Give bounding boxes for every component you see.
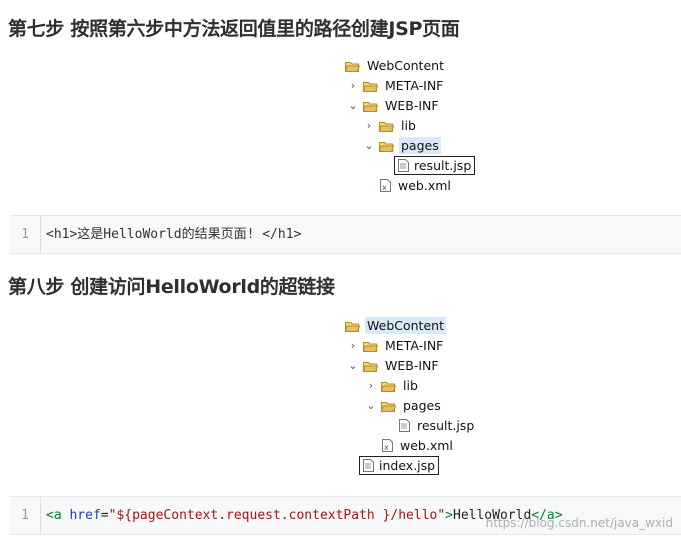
tree-item-meta-inf[interactable]: › META-INF	[347, 75, 445, 95]
folder-open-icon	[344, 60, 361, 72]
code-attr: href	[69, 508, 101, 523]
xml-file-icon: x	[382, 438, 393, 452]
svg-text:x: x	[384, 443, 389, 452]
chevron-down-icon[interactable]: ⌄	[366, 398, 376, 412]
chevron-down-icon[interactable]: ⌄	[348, 358, 358, 372]
code-line: <h1>这是HelloWorld的结果页面! </h1>	[46, 227, 302, 242]
code-tag-close: </a>	[531, 508, 563, 523]
code-eq: =	[100, 508, 109, 523]
jsp-file-icon	[363, 458, 374, 472]
tree-label: result.jsp	[417, 417, 475, 433]
jsp-file-icon	[398, 158, 409, 172]
tree-item-lib[interactable]: › lib	[363, 115, 418, 135]
highlight-box: index.jsp	[359, 455, 440, 475]
folder-open-icon	[380, 400, 397, 412]
tree-label: web.xml	[398, 177, 451, 193]
chevron-right-icon[interactable]: ›	[350, 78, 356, 92]
highlight-box: result.jsp	[394, 155, 476, 175]
tree-label: WEB-INF	[385, 357, 439, 373]
folder-open-icon	[362, 360, 379, 372]
tree-item-pages[interactable]: ⌄ pages	[363, 135, 441, 155]
code-string: "${pageContext.request.contextPath }/hel…	[108, 508, 446, 523]
step8-heading: 第八步 创建访问HelloWorld的超链接	[8, 276, 335, 298]
code-line: <a href="${pageContext.request.contextPa…	[46, 497, 563, 534]
folder-open-icon	[378, 140, 395, 152]
tree-label: lib	[401, 117, 416, 133]
tree-item-web-inf[interactable]: ⌄ WEB-INF	[347, 95, 441, 115]
xml-file-icon: x	[380, 178, 391, 192]
tree-item-index-jsp[interactable]: index.jsp	[359, 455, 440, 475]
tree-item-result-jsp[interactable]: result.jsp	[399, 415, 476, 435]
line-number: 1	[10, 216, 41, 253]
tree-item-web-xml[interactable]: x web.xml	[382, 435, 455, 455]
step7-heading: 第七步 按照第六步中方法返回值里的路径创建JSP页面	[8, 18, 460, 40]
folder-icon	[378, 120, 395, 132]
tree-item-webcontent[interactable]: WebContent	[344, 315, 446, 335]
code-tag-open: <a	[46, 508, 62, 523]
chevron-right-icon[interactable]: ›	[350, 338, 356, 352]
watermark: https://blog.csdn.net/java_wxid	[485, 516, 673, 530]
tree-label: index.jsp	[379, 457, 436, 473]
tree-item-result-jsp[interactable]: result.jsp	[394, 155, 476, 175]
code-gt: >	[445, 508, 453, 523]
folder-icon	[362, 80, 379, 92]
folder-open-icon	[362, 100, 379, 112]
chevron-down-icon[interactable]: ⌄	[364, 138, 374, 152]
chevron-down-icon[interactable]: ⌄	[348, 98, 358, 112]
folder-icon	[362, 340, 379, 352]
tree-item-web-xml[interactable]: x web.xml	[380, 175, 453, 195]
chevron-right-icon[interactable]: ›	[368, 378, 374, 392]
folder-icon	[380, 380, 397, 392]
tree-item-webcontent[interactable]: WebContent	[344, 55, 446, 75]
tree-label: WebContent	[367, 57, 444, 73]
tree-label-selected: WebContent	[365, 316, 446, 334]
tree-label: META-INF	[385, 337, 444, 353]
svg-text:x: x	[382, 183, 387, 192]
chevron-right-icon[interactable]: ›	[366, 118, 372, 132]
tree-label: lib	[403, 377, 418, 393]
jsp-file-icon	[399, 418, 410, 432]
tree-item-lib[interactable]: › lib	[365, 375, 420, 395]
tree-label: WEB-INF	[385, 97, 439, 113]
code-block-2: 1 <a href="${pageContext.request.context…	[10, 496, 681, 535]
tree-label: web.xml	[400, 437, 453, 453]
tree-label: META-INF	[385, 77, 444, 93]
line-number: 1	[10, 497, 41, 534]
folder-open-icon	[344, 320, 361, 332]
tree-item-web-inf[interactable]: ⌄ WEB-INF	[347, 355, 441, 375]
tree-label: result.jsp	[414, 157, 472, 173]
tree-item-pages[interactable]: ⌄ pages	[365, 395, 443, 415]
tree-label-selected: pages	[399, 136, 441, 154]
tree-label: pages	[403, 397, 441, 413]
tree-item-meta-inf[interactable]: › META-INF	[347, 335, 445, 355]
code-text: HelloWorld	[453, 508, 532, 523]
code-block-1: 1 <h1>这是HelloWorld的结果页面! </h1>	[10, 215, 681, 254]
